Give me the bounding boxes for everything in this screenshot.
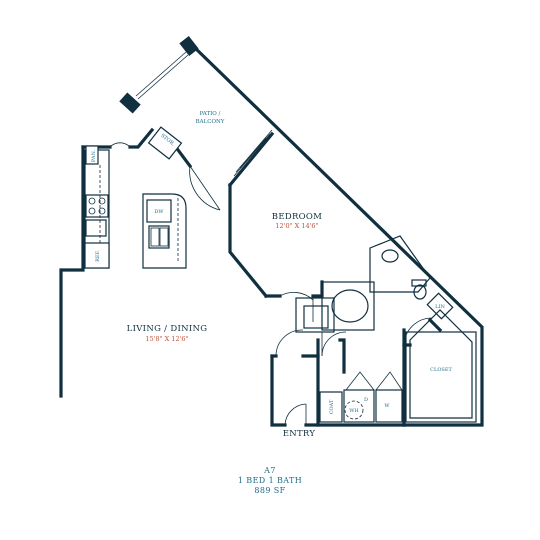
bedroom-label: BEDROOM <box>272 212 322 222</box>
unit-area: 889 SF <box>254 486 285 495</box>
patio-label-2: BALCONY <box>196 119 225 125</box>
coat-closet <box>319 391 343 423</box>
refrigerator <box>84 242 110 269</box>
living-dimensions: 15'8" X 12'6" <box>145 335 188 343</box>
bedroom-dimensions: 12'0" X 14'6" <box>275 222 318 230</box>
storage <box>147 126 183 160</box>
unit-name: A7 <box>263 466 276 475</box>
closet <box>403 309 477 423</box>
dryer-label: D <box>364 397 368 403</box>
closet-label: CLOSET <box>430 367 452 373</box>
bathtub <box>321 281 375 331</box>
kitchen-sink <box>148 225 170 249</box>
utility <box>275 329 403 426</box>
linen-label: LIN <box>435 304 445 310</box>
dishwasher <box>146 199 172 223</box>
bathroom <box>279 235 454 357</box>
storage-label: STOR. <box>159 133 176 148</box>
vanity <box>295 297 335 333</box>
water-heater-label: WH <box>349 408 359 414</box>
kitchen-island <box>142 193 187 269</box>
patio-label-1: PATIO / <box>200 111 221 117</box>
entry-label: ENTRY <box>283 429 316 439</box>
oven-cabinet <box>85 219 107 237</box>
linen-closet <box>426 292 454 320</box>
toilet <box>413 284 427 300</box>
pantry-label: PAN. <box>91 150 97 163</box>
pantry-cabinet <box>85 145 99 165</box>
dishwasher-label: DW <box>154 209 164 215</box>
living-label: LIVING / DINING <box>127 324 208 334</box>
cooktop <box>85 194 109 218</box>
patio-sliders <box>119 36 273 177</box>
bath-sink <box>381 249 399 263</box>
water-heater <box>344 400 364 420</box>
washer-label: W <box>384 403 390 409</box>
unit-beds-baths: 1 BED 1 BATH <box>238 476 302 485</box>
dryer <box>343 389 375 423</box>
kitchen <box>84 126 221 269</box>
washer <box>375 389 403 423</box>
refrigerator-label: REF. <box>95 250 101 262</box>
coat-label: COAT <box>329 399 335 414</box>
